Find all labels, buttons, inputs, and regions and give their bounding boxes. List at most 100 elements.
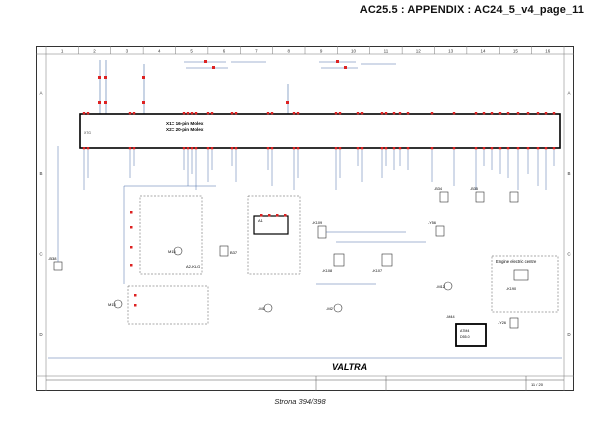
connector-pin [182, 112, 186, 115]
connector-pin [338, 112, 342, 115]
column-label: 4 [158, 49, 161, 54]
column-label: 6 [223, 49, 226, 54]
connector-pin [270, 147, 274, 150]
connector-pin [398, 112, 402, 115]
connector-pin [190, 147, 194, 150]
connector-pin [474, 112, 478, 115]
connector-pin [552, 147, 556, 150]
connector-pin [356, 147, 360, 150]
connector-pin [82, 112, 86, 115]
connector-pin [270, 112, 274, 115]
connector-pin [498, 112, 502, 115]
connector-pin [234, 112, 238, 115]
page-title: AC25.5 : APPENDIX : AC24_5_v4_page_11 [359, 4, 584, 16]
column-label: 3 [126, 49, 129, 54]
row-label: C [567, 251, 571, 256]
connector-pin [230, 147, 234, 150]
motor-m13: M13 [108, 299, 123, 309]
connector-pin [474, 147, 478, 150]
sensor-b38: -B38 [48, 146, 63, 271]
module-a1: A1 [247, 195, 301, 275]
column-label: 1 [61, 49, 64, 54]
connector-pin [526, 112, 530, 115]
column-label: 9 [320, 49, 323, 54]
connector-pin [406, 147, 410, 150]
connector-pin [392, 147, 396, 150]
connector-pin [516, 147, 520, 150]
y26-caption: -Y26 [498, 321, 506, 325]
connector-pin [86, 147, 90, 150]
k109-caption: -K109 [312, 221, 322, 225]
connector-pin [536, 147, 540, 150]
k108-caption: -K108 [322, 269, 332, 273]
connector-pin [482, 112, 486, 115]
sensor-b37: B37 [219, 245, 238, 257]
row-label: A [567, 90, 570, 95]
motor-m12: -M12 [436, 281, 453, 291]
motor-m2: -M2 [326, 303, 343, 313]
connector-pin [482, 147, 486, 150]
title-block: VALTRA 11 / 20 [46, 362, 564, 391]
connector-pin [334, 147, 338, 150]
engine-centre-label: Engine electric centre [496, 259, 537, 264]
relay-group [316, 225, 426, 285]
connector-pin [536, 112, 540, 115]
connector-pin [498, 147, 502, 150]
column-label: 13 [448, 49, 454, 54]
connector-pin [206, 147, 210, 150]
detail-box-line2: D55.0 [460, 335, 470, 339]
connector-pin [186, 112, 190, 115]
connector-pin [430, 147, 434, 150]
drop-wiring [83, 150, 555, 190]
connector-pin [380, 112, 384, 115]
k190-caption: -K190 [506, 287, 516, 291]
connector-pin [230, 112, 234, 115]
sheet-border [36, 46, 574, 391]
m44-caption: -M44 [446, 315, 455, 319]
connector-pin [452, 112, 456, 115]
connector-pin [266, 147, 270, 150]
connector-pin [210, 147, 214, 150]
connector-pin [430, 112, 434, 115]
detail-box-line1: A7M4 [460, 329, 469, 333]
row-label: C [39, 251, 43, 256]
connector-pin [296, 147, 300, 150]
connector-pin [82, 147, 86, 150]
m1-caption: -M1 [258, 306, 266, 311]
connector-box-x1-x2 [79, 113, 561, 149]
top-connectors [98, 60, 347, 104]
m14-sub: A2-KLG [186, 264, 200, 269]
connector-pin [128, 112, 132, 115]
connector-pin [398, 147, 402, 150]
connector-pin [194, 147, 198, 150]
column-label: 5 [190, 49, 193, 54]
connector-pin [506, 147, 510, 150]
connector-pin [186, 147, 190, 150]
connector-pin [292, 112, 296, 115]
connector-pin [132, 112, 136, 115]
connector-legend-20pin: X2= 20-pin Molex [166, 127, 204, 132]
a1-caption: A1 [258, 218, 264, 223]
connector-pin [132, 147, 136, 150]
connector-pin [296, 112, 300, 115]
b38-caption: -B38 [48, 256, 57, 261]
connector-pin [406, 112, 410, 115]
column-label: 12 [416, 49, 422, 54]
column-label: 8 [288, 49, 291, 54]
b37-caption: B37 [230, 250, 238, 255]
m13-caption: M13 [108, 302, 117, 307]
connector-pin [128, 147, 132, 150]
connector-pin [506, 112, 510, 115]
connector-pin [544, 147, 548, 150]
connector-pin [526, 147, 530, 150]
connector-pin [182, 147, 186, 150]
column-label: 10 [351, 49, 357, 54]
column-label: 15 [513, 49, 519, 54]
connector-pin [516, 112, 520, 115]
column-label: 14 [481, 49, 487, 54]
sheet-page-number: 11 / 20 [531, 382, 544, 387]
connector-pin [292, 147, 296, 150]
connector-pin [392, 112, 396, 115]
